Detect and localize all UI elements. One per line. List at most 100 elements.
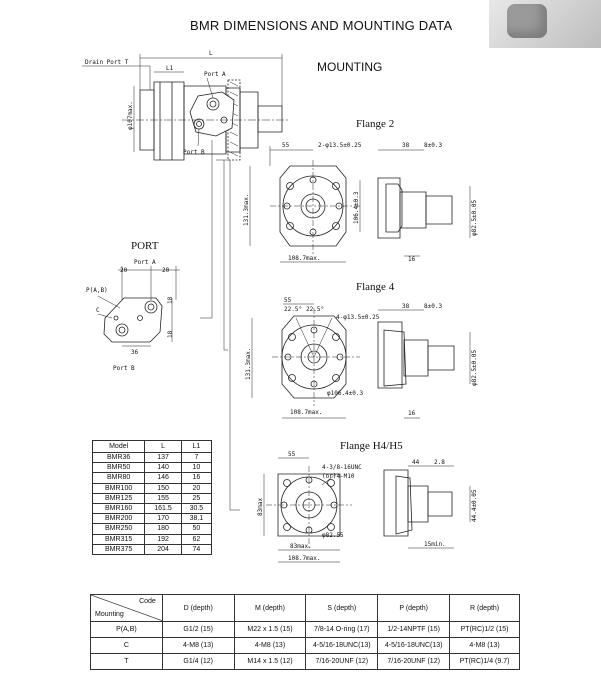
- cell-r: PT(RC)1/4 (9.7): [449, 653, 520, 670]
- cell-l: 137: [144, 451, 182, 464]
- flange4-angle-2: 22.5°: [306, 306, 324, 313]
- dim-L-label: L: [209, 50, 213, 57]
- flangeh-dim-55: 55: [288, 451, 296, 458]
- flangeh-dim-2-8: 2.8: [434, 459, 445, 466]
- port-heading: PORT: [131, 240, 159, 252]
- flangeh-dim-83: 83max: [257, 498, 264, 516]
- flange4-dim-55: 55: [284, 297, 292, 304]
- cell-model: BMR80: [91, 472, 146, 484]
- port-b-label: Port B: [183, 149, 205, 156]
- cell-d: G1/2 (15): [161, 621, 235, 638]
- cell-l1: 10: [180, 462, 213, 474]
- port-detail-dim-20b: 20: [162, 267, 170, 274]
- col-header-r: R (depth): [449, 594, 520, 622]
- cell-l1: 30.5: [180, 502, 213, 515]
- cell-l1: 7: [180, 451, 213, 464]
- port-detail-c: C: [96, 307, 100, 314]
- port-detail-dim-18b: 18: [167, 330, 174, 338]
- cell-l: 140: [144, 462, 182, 474]
- cell-l: 155: [144, 492, 182, 504]
- cell-m: 4-M8 (13): [233, 637, 307, 654]
- table-header-row: Code Mounting D (depth) M (depth) S (dep…: [90, 594, 520, 622]
- dim-dia-107-label: φ107max.: [127, 101, 134, 130]
- port-detail-port-b: Port B: [113, 365, 135, 372]
- cell-l1: 50: [180, 523, 213, 535]
- flangeh-dim-108: 108.7max.: [288, 555, 321, 562]
- cell-mounting: C: [90, 637, 163, 654]
- cell-model: BMR375: [91, 543, 146, 555]
- flangeh-dim-83b: 83max.: [290, 543, 312, 550]
- flange4-heading: Flange 4: [356, 281, 395, 293]
- corner-header-cell: Code Mounting: [90, 594, 163, 622]
- page-title: BMR DIMENSIONS AND MOUNTING DATA: [190, 18, 453, 33]
- flange2-dim-131: 131.3max.: [243, 193, 250, 226]
- corner-mounting-label: Mounting: [95, 611, 124, 618]
- flange2-dim-55: 55: [282, 142, 290, 149]
- col-header-s: S (depth): [305, 594, 379, 622]
- diagonal-divider: [91, 595, 163, 621]
- cell-l: 146: [144, 472, 182, 484]
- cell-p: 7/16-20UNF (12): [377, 653, 451, 670]
- port-detail-port-a: Port A: [134, 259, 156, 266]
- cell-mounting: T: [90, 653, 163, 670]
- cell-l1: 38.1: [180, 513, 213, 525]
- port-detail-drawing: [98, 266, 180, 346]
- flange4-drawing: [252, 304, 470, 418]
- cell-l1: 62: [180, 533, 213, 545]
- flangeh-thread-2: (or)4-M10: [322, 473, 355, 480]
- cell-d: G1/4 (12): [161, 653, 235, 670]
- motor-photo-shape: [507, 4, 547, 38]
- port-detail-dim-18a: 18: [167, 296, 174, 304]
- cell-model: BMR315: [91, 533, 146, 545]
- flangeh-drawing: [264, 458, 470, 562]
- corner-code-label: Code: [139, 598, 156, 605]
- flange4-dim-108: 108.7max.: [290, 409, 323, 416]
- port-detail-pab: P(A,B): [86, 287, 108, 294]
- cell-l: 204: [144, 543, 182, 555]
- col-header-model: Model: [91, 440, 146, 453]
- flange2-dim-82: φ82.5±0.05: [471, 199, 478, 236]
- table-header-row: Model L L1: [91, 440, 213, 453]
- flangeh-heading: Flange H4/H5: [340, 440, 403, 452]
- cell-model: BMR125: [91, 492, 146, 504]
- flange4-dim-38: 38: [402, 303, 410, 310]
- cell-l: 180: [144, 523, 182, 535]
- flangeh-dim-44-4: 44.4±0.05: [471, 489, 478, 522]
- cell-s: 7/16-20UNF (12): [305, 653, 379, 670]
- col-header-l: L: [144, 440, 182, 453]
- port-a-label: Port A: [204, 71, 226, 78]
- col-header-m: M (depth): [233, 594, 307, 622]
- cell-p: 4-5/16-18UNC(13): [377, 637, 451, 654]
- col-header-p: P (depth): [377, 594, 451, 622]
- col-header-l1: L1: [180, 440, 213, 453]
- flange2-dim-108: 108.7max.: [288, 255, 321, 262]
- cell-model: BMR200: [91, 513, 146, 525]
- flange4-dim-106: φ106.4±0.3: [327, 390, 364, 397]
- flange2-dim-8: 8±0.3: [424, 142, 442, 149]
- flange2-drawing: [250, 146, 470, 262]
- cell-l: 192: [144, 533, 182, 545]
- flange2-heading: Flange 2: [356, 118, 395, 130]
- flange4-dim-82: φ82.5±0.05: [471, 349, 478, 386]
- cell-s: 7/8-14 O-ring (17): [305, 621, 379, 638]
- dim-L1-label: L1: [166, 65, 174, 72]
- flange4-dim-16: 16: [408, 410, 416, 417]
- flange4-dim-131: 131.3max.: [245, 347, 252, 380]
- flange2-dim-16: 16: [408, 256, 416, 263]
- flangeh-dim-44: 44: [412, 459, 420, 466]
- flangeh-thread-1: 4-3/8-16UNC: [322, 464, 362, 471]
- drain-port-label: Drain Port T: [85, 59, 129, 66]
- flange4-angle-1: 22.5°: [284, 306, 302, 313]
- table-row: T G1/4 (12) M14 x 1.5 (12) 7/16-20UNF (1…: [90, 653, 520, 670]
- flange2-holes: 2-φ13.5±0.25: [318, 142, 362, 149]
- flange4-holes: 4-φ13.5±0.25: [336, 314, 380, 321]
- cell-m: M22 x 1.5 (15): [233, 621, 307, 638]
- table-row: C 4-M8 (13) 4-M8 (13) 4-5/16-18UNC(13) 4…: [90, 637, 520, 654]
